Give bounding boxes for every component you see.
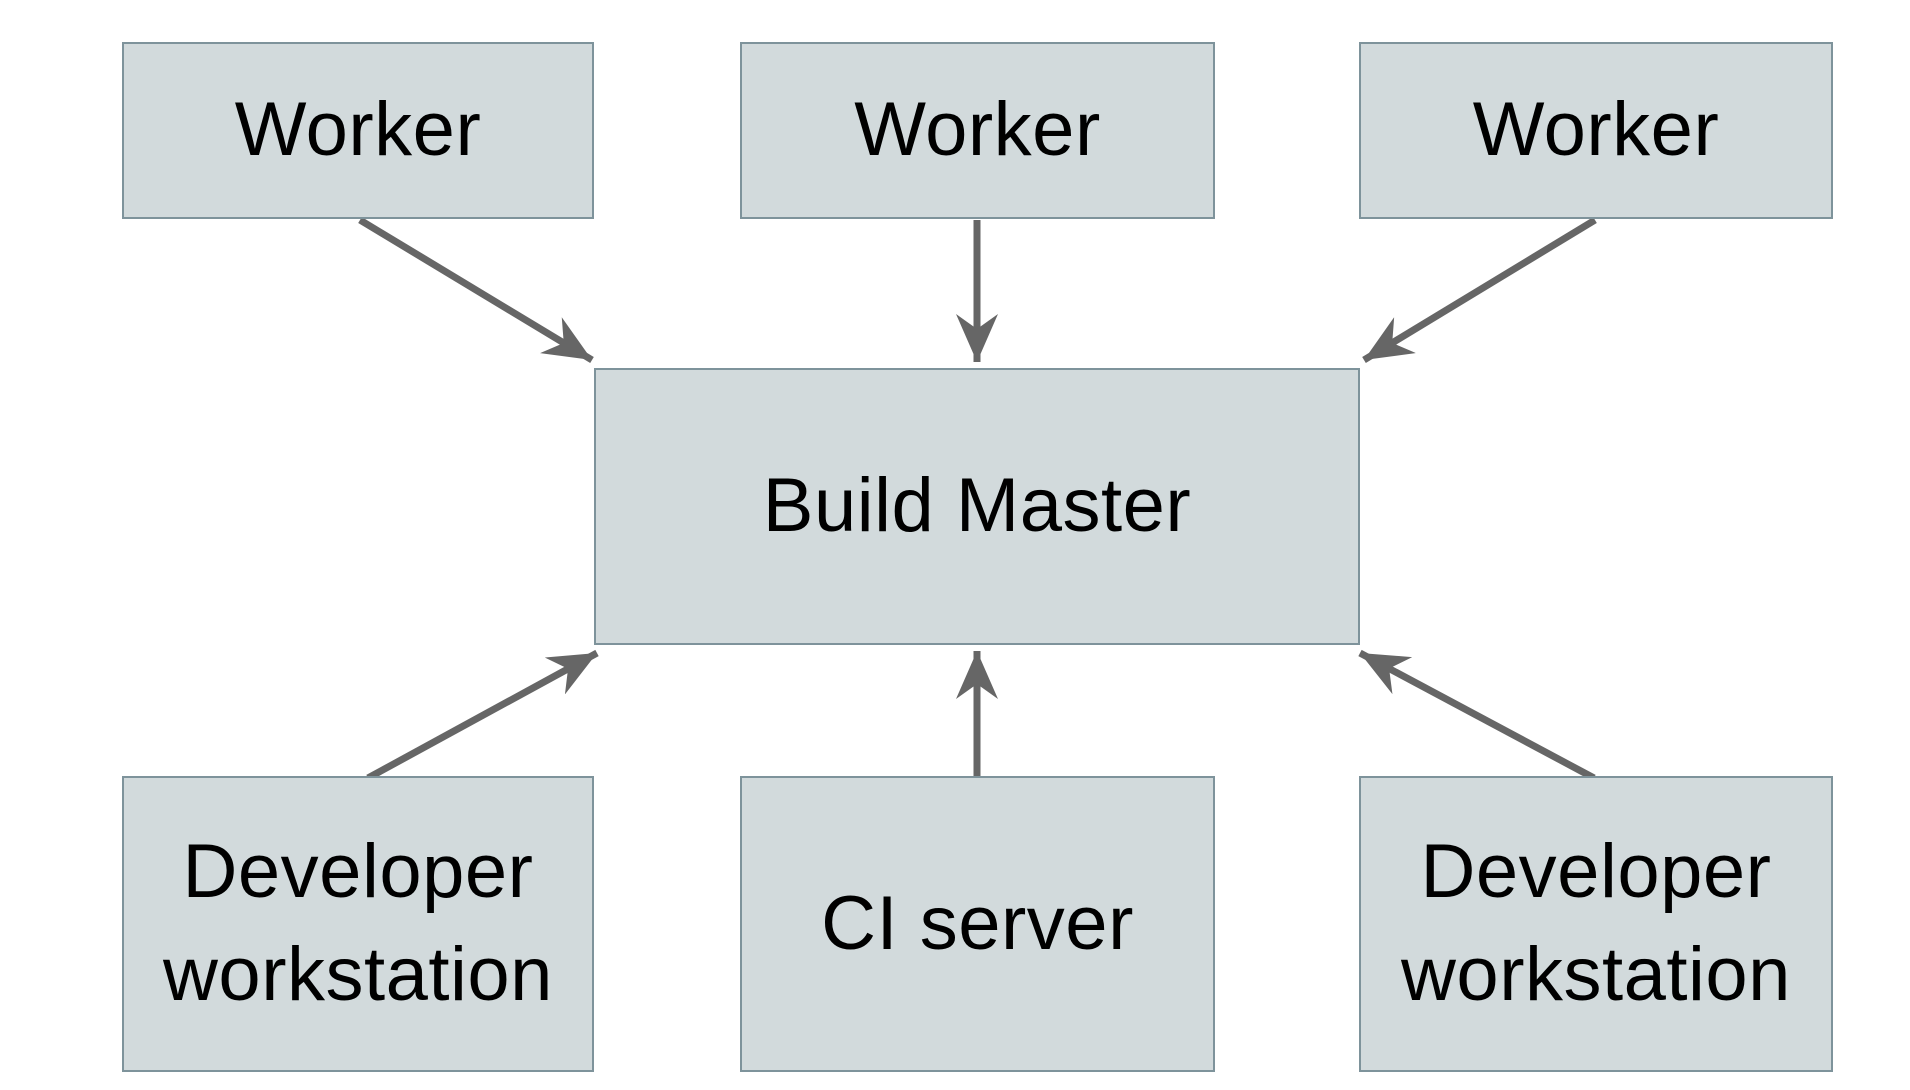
edge-worker3-to-buildmaster	[1362, 217, 1597, 363]
node-build-master: Build Master	[594, 368, 1360, 645]
edge-devright-to-buildmaster	[1358, 649, 1596, 782]
node-worker-2-label: Worker	[854, 87, 1101, 173]
edge-devleft-to-buildmaster	[366, 649, 599, 782]
node-worker-3: Worker	[1359, 42, 1833, 219]
node-developer-workstation-right-label: Developer workstation	[1401, 829, 1791, 1017]
node-worker-2: Worker	[740, 42, 1215, 219]
node-developer-workstation-left: Developer workstation	[122, 776, 594, 1072]
node-worker-3-label: Worker	[1472, 87, 1720, 173]
node-developer-workstation-right: Developer workstation	[1359, 776, 1833, 1072]
node-worker-1: Worker	[122, 42, 594, 219]
node-ci-server-label: CI server	[821, 880, 1134, 966]
node-ci-server: CI server	[740, 776, 1215, 1072]
node-build-master-label: Build Master	[762, 463, 1192, 549]
edge-worker1-to-buildmaster	[358, 217, 594, 363]
node-developer-workstation-left-label: Developer workstation	[163, 829, 553, 1017]
node-worker-1-label: Worker	[234, 87, 482, 173]
